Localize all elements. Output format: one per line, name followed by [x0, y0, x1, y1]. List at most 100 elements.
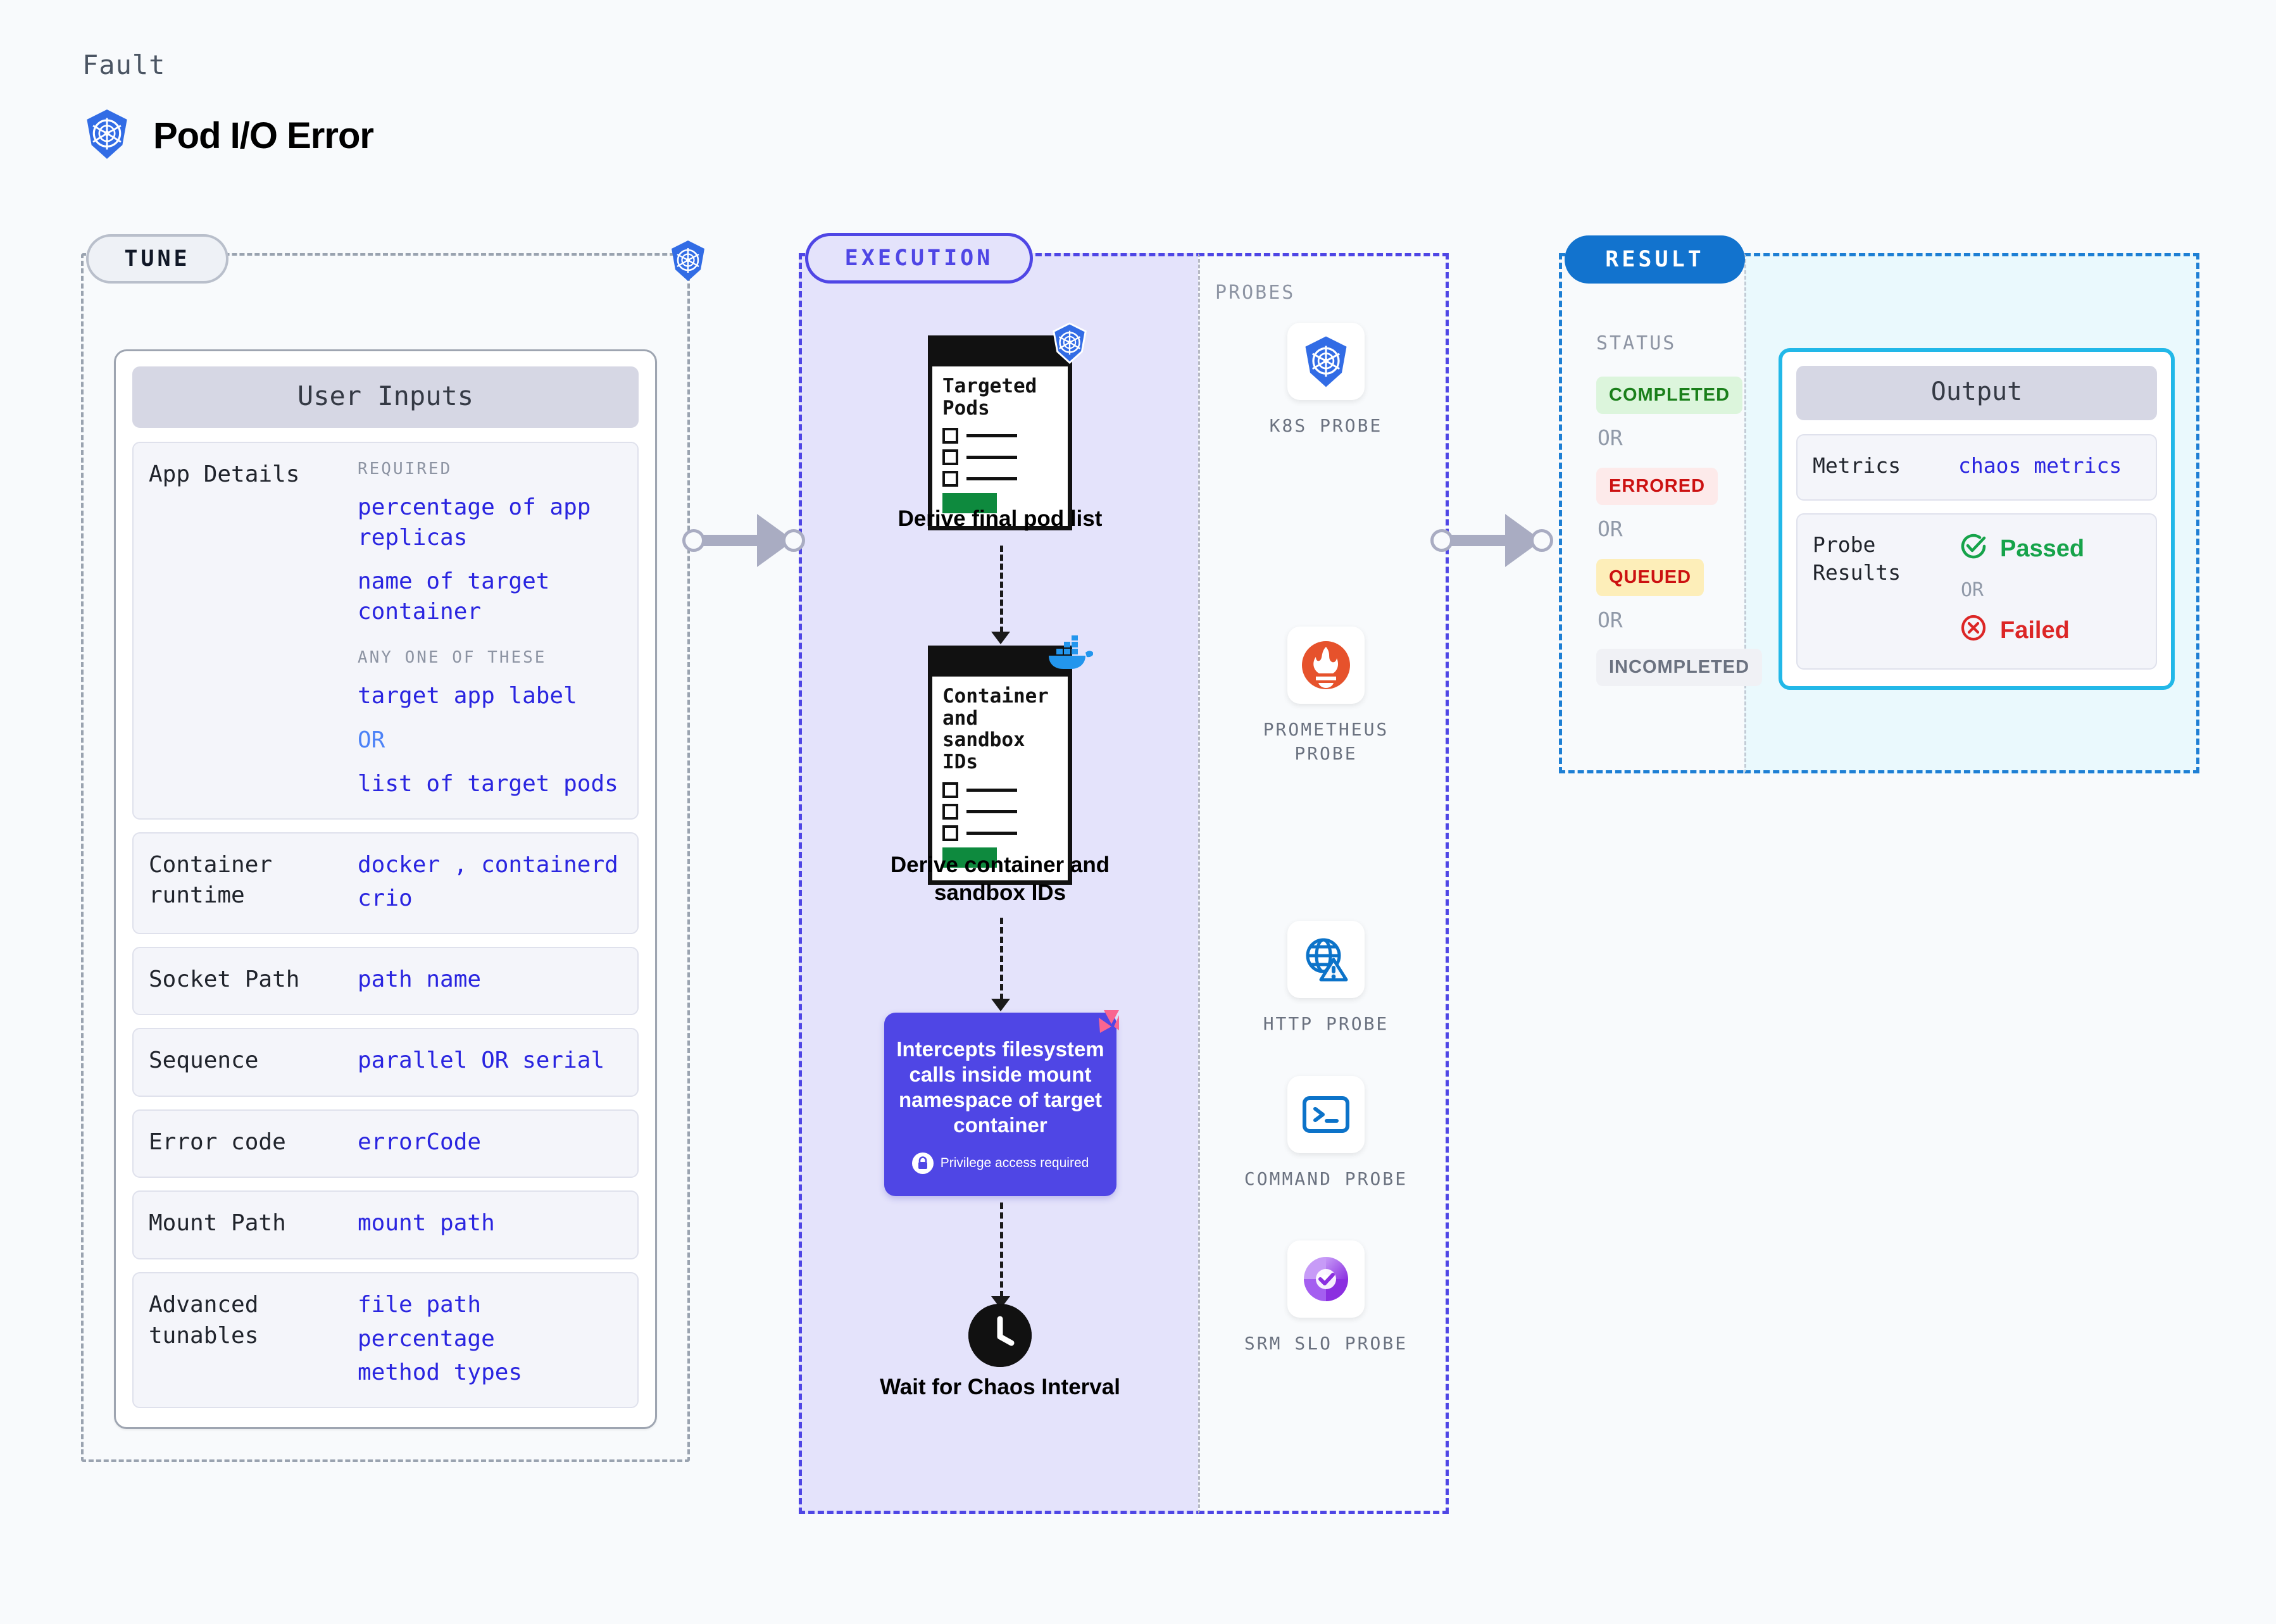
- kubernetes-icon: [1287, 323, 1365, 400]
- lock-icon: [911, 1152, 934, 1174]
- input-row-sequence: Sequence parallel OR serial: [132, 1028, 639, 1097]
- prometheus-icon: [1287, 627, 1365, 704]
- output-row-probe-results: Probe Results Passed OR: [1796, 513, 2157, 670]
- node-caption: Wait for Chaos Interval: [880, 1375, 1120, 1399]
- doc-title: Targeted Pods: [942, 375, 1037, 420]
- probe-result-failed: Failed: [1958, 613, 2143, 649]
- result-pill: RESULT: [1565, 235, 1745, 284]
- input-label: Socket Path: [149, 966, 300, 992]
- status-badge-completed: COMPLETED: [1596, 377, 1743, 414]
- probes-kicker: PROBES: [1215, 282, 1296, 304]
- flow-arrowhead: [991, 632, 1010, 644]
- output-value: chaos metrics: [1958, 453, 2122, 478]
- status-separator: OR: [1598, 608, 1623, 632]
- input-row-socket-path: Socket Path path name: [132, 946, 639, 1016]
- user-inputs-title: User Inputs: [132, 366, 639, 428]
- status-badge-queued: QUEUED: [1596, 559, 1704, 596]
- flow-connector: [1000, 546, 1003, 633]
- privilege-note-text: Privilege access required: [940, 1155, 1089, 1170]
- input-label: App Details: [149, 461, 300, 487]
- probe-srm-slo[interactable]: SRM SLO PROBE: [1231, 1240, 1421, 1356]
- input-label: Mount Path: [149, 1210, 286, 1237]
- output-label: Metrics: [1813, 453, 1901, 478]
- status-badge-incompleted: INCOMPLETED: [1596, 649, 1763, 686]
- fault-title-row: Pod I/O Error: [82, 108, 374, 163]
- flow-connector: [1000, 918, 1003, 1000]
- srm-slo-icon: [1287, 1240, 1365, 1318]
- output-card: Output Metrics chaos metrics Probe Resul…: [1779, 348, 2175, 690]
- fault-kicker: Fault: [82, 49, 166, 80]
- kubernetes-icon: [1050, 322, 1089, 366]
- input-value: crio: [358, 885, 413, 912]
- input-row-error-code: Error code errorCode: [132, 1109, 639, 1178]
- input-label: Sequence: [149, 1047, 259, 1074]
- tune-pill: TUNE: [86, 234, 228, 284]
- input-row-mount-path: Mount Path mount path: [132, 1190, 639, 1260]
- doc-title: Container and sandbox IDs: [942, 685, 1049, 774]
- probe-result-passed: Passed: [1958, 531, 2143, 568]
- output-row-metrics: Metrics chaos metrics: [1796, 434, 2157, 501]
- check-circle-icon: [1958, 531, 1989, 568]
- input-value: name of target container: [358, 568, 550, 625]
- input-label: Advanced tunables: [149, 1292, 259, 1349]
- probe-label: K8S PROBE: [1269, 415, 1383, 436]
- kubernetes-icon: [82, 108, 132, 163]
- status-separator: OR: [1598, 425, 1623, 450]
- user-inputs-card: User Inputs App Details REQUIRED percent…: [114, 349, 657, 1429]
- input-value: parallel OR serial: [358, 1047, 605, 1074]
- probe-result-passed-label: Passed: [2000, 535, 2085, 563]
- input-value: method types: [358, 1359, 523, 1386]
- privilege-note: Privilege access required: [911, 1152, 1089, 1174]
- probe-prometheus[interactable]: PROMETHEUS PROBE: [1231, 627, 1421, 766]
- input-label: Error code: [149, 1128, 286, 1155]
- chaos-action-node: Intercepts filesystem calls inside mount…: [884, 1010, 1119, 1196]
- docker-icon: [1045, 635, 1094, 674]
- flow-connector: [1000, 1202, 1003, 1297]
- input-value: errorCode: [358, 1128, 482, 1155]
- page-title: Pod I/O Error: [153, 115, 374, 156]
- targeted-pods-node: Targeted Pods: [928, 322, 1087, 531]
- execution-pill: EXECUTION: [805, 233, 1033, 284]
- x-circle-icon: [1958, 613, 1989, 649]
- input-value: docker , containerd: [358, 851, 618, 878]
- group-title-required: REQUIRED: [358, 459, 453, 478]
- probe-label: PROMETHEUS PROBE: [1263, 719, 1389, 764]
- input-value: target app label: [358, 683, 577, 709]
- probe-result-failed-label: Failed: [2000, 617, 2070, 644]
- input-row-advanced-tunables: Advanced tunables file path percentage m…: [132, 1272, 639, 1408]
- probe-k8s[interactable]: K8S PROBE: [1231, 323, 1421, 438]
- input-value: file path: [358, 1292, 482, 1318]
- clock-icon: [968, 1304, 1032, 1367]
- flow-arrowhead: [991, 999, 1010, 1011]
- connector-probes-to-result: [1430, 514, 1563, 567]
- status-separator: OR: [1598, 516, 1623, 541]
- input-value: percentage of app replicas: [358, 494, 591, 551]
- probe-label: SRM SLO PROBE: [1244, 1333, 1408, 1354]
- probe-result-separator: OR: [1961, 578, 1984, 601]
- output-title: Output: [1796, 366, 2157, 420]
- group-title-any-one: ANY ONE OF THESE: [358, 648, 547, 668]
- input-row-container-runtime: Container runtime docker , containerd cr…: [132, 832, 639, 934]
- node-caption: Derive container and sandbox IDs: [890, 853, 1110, 905]
- status-badge-errored: ERRORED: [1596, 468, 1718, 505]
- globe-warning-icon: [1287, 921, 1365, 998]
- input-label: Container runtime: [149, 851, 273, 909]
- output-label: Probe Results: [1813, 532, 1901, 585]
- probe-label: COMMAND PROBE: [1244, 1168, 1408, 1189]
- input-value-or: OR: [358, 727, 385, 753]
- action-text: Intercepts filesystem calls inside mount…: [896, 1037, 1104, 1137]
- node-caption: Derive final pod list: [897, 506, 1103, 531]
- probe-http[interactable]: HTTP PROBE: [1231, 921, 1421, 1036]
- kubernetes-icon: [668, 239, 708, 285]
- input-value: mount path: [358, 1210, 495, 1237]
- tune-region: [81, 253, 690, 1462]
- litmus-icon: [1085, 1009, 1120, 1044]
- input-value: percentage: [358, 1325, 495, 1352]
- connector-tune-to-execution: [682, 514, 815, 567]
- container-sandbox-node: Container and sandbox IDs: [928, 635, 1094, 885]
- terminal-icon: [1287, 1076, 1365, 1153]
- probe-command[interactable]: COMMAND PROBE: [1231, 1076, 1421, 1191]
- input-value: list of target pods: [358, 771, 618, 797]
- status-kicker: STATUS: [1596, 332, 1677, 354]
